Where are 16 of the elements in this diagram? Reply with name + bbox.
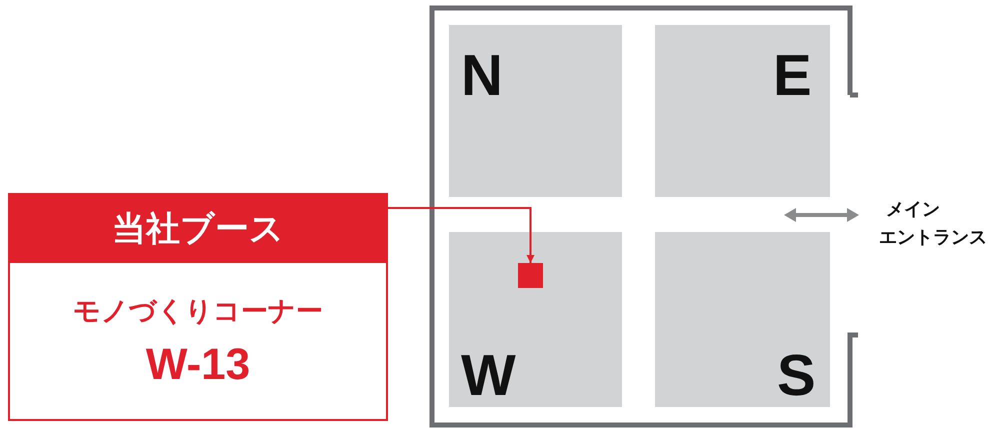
hall-section bbox=[449, 25, 622, 197]
entrance-label: エントランス bbox=[878, 226, 988, 249]
section-letter: E bbox=[773, 47, 812, 105]
booth-number: W-13 bbox=[144, 340, 252, 390]
hall-section bbox=[449, 232, 622, 407]
section-letter: N bbox=[461, 47, 503, 105]
hall-section bbox=[655, 25, 830, 197]
section-letter: W bbox=[461, 347, 516, 405]
booth-area-name: モノづくりコーナー bbox=[72, 295, 324, 327]
booth-callout-card bbox=[8, 193, 388, 421]
callout-heading: 当社ブース bbox=[10, 195, 386, 263]
connector-arrow bbox=[388, 207, 534, 263]
hall-section bbox=[655, 232, 830, 407]
entrance-label: メイン bbox=[885, 198, 941, 221]
section-letter: S bbox=[777, 347, 816, 405]
booth-marker bbox=[518, 263, 543, 288]
